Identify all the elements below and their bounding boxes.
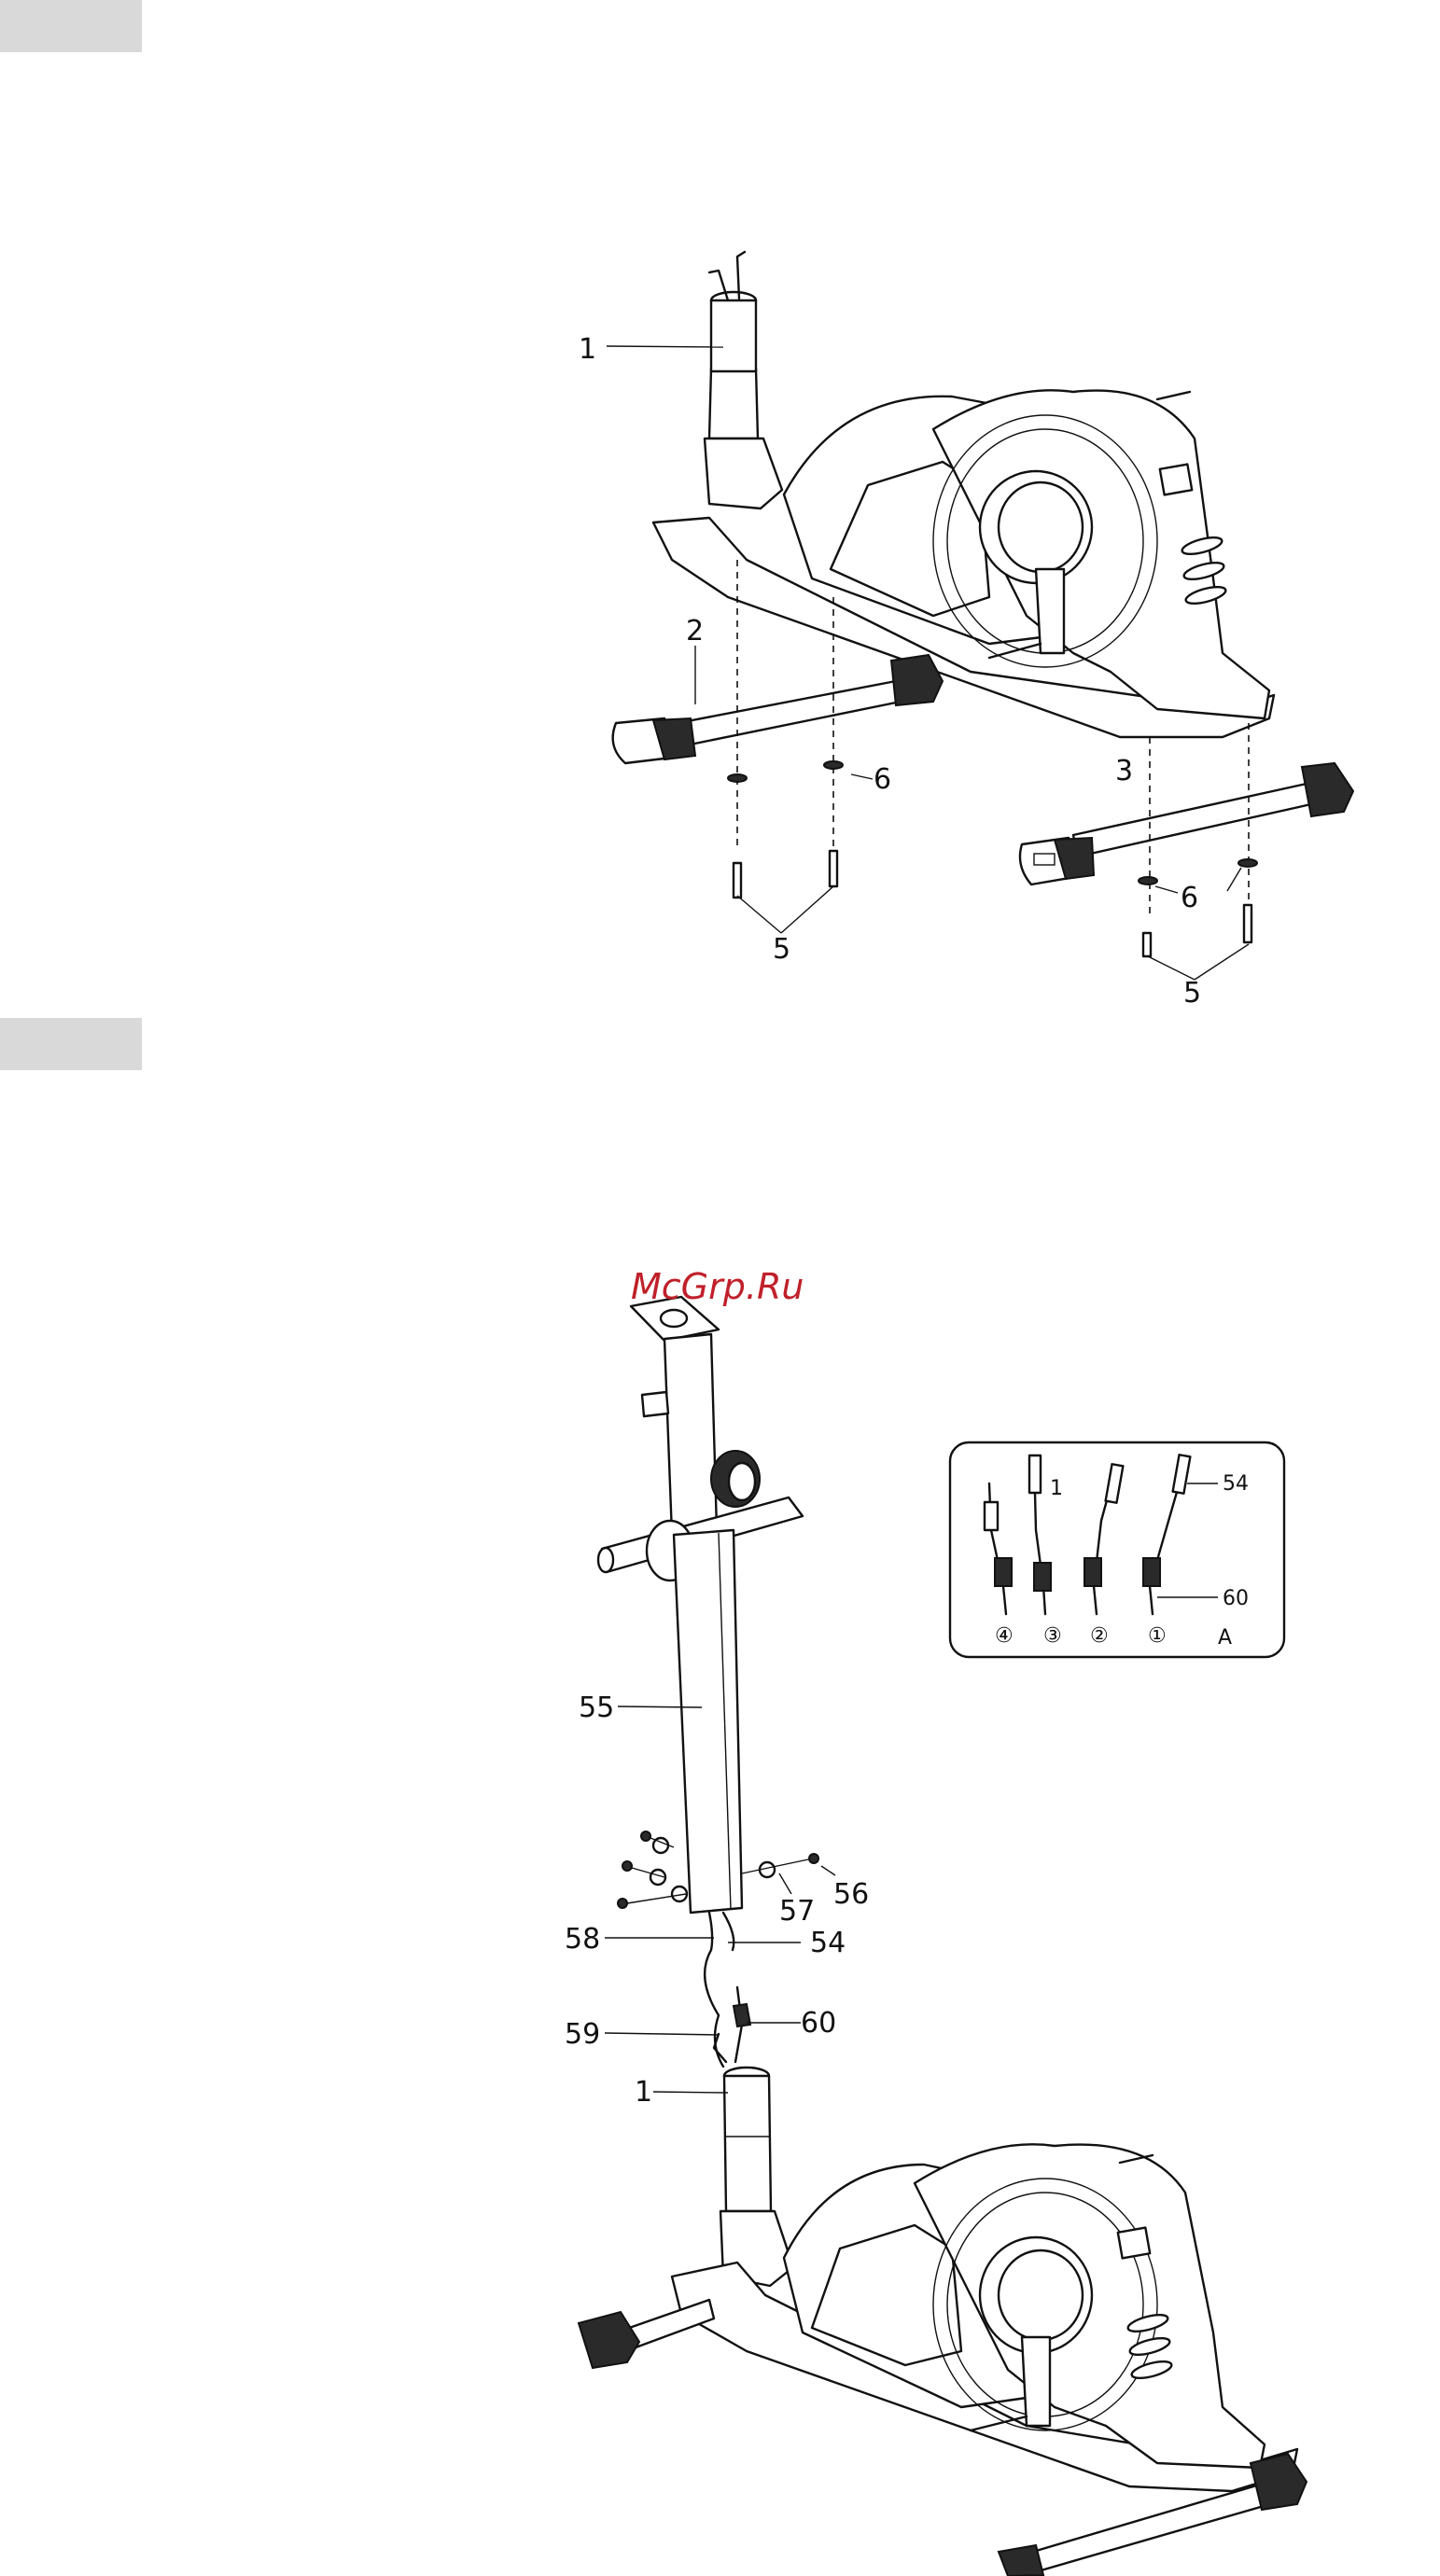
callout-58: 58	[565, 1923, 600, 1956]
inset-step-1: ①	[1148, 1624, 1167, 1648]
step2-figure: 55 56 57 58 54 59 60 1	[565, 1297, 1307, 2576]
inset-step-4: ④	[995, 1624, 1014, 1648]
callout-5-rear: 5	[1183, 977, 1201, 1010]
callout-60: 60	[801, 2007, 836, 2040]
inset-step-3: ③	[1043, 1624, 1062, 1648]
rear-stabilizer	[1020, 763, 1353, 884]
front-stabilizer	[613, 655, 943, 763]
inset-step-2: ②	[1090, 1624, 1109, 1648]
inset-callout-60: 60	[1223, 1587, 1249, 1610]
inset-detail-a: 54 60 1 ④ ③ ② ① A	[950, 1442, 1284, 1657]
callout-2: 2	[686, 615, 704, 647]
upright-post-lower	[720, 2068, 793, 2286]
upright-post	[705, 252, 782, 508]
callout-54: 54	[810, 1927, 846, 1959]
callout-59: 59	[565, 2018, 600, 2051]
watermark-text: McGrp.Ru	[631, 1266, 804, 1307]
cable-connectors	[705, 1913, 750, 2067]
callout-5-front: 5	[773, 933, 790, 966]
callout-3: 3	[1115, 755, 1133, 787]
inset-label-a: A	[1218, 1626, 1232, 1650]
callout-6-front: 6	[874, 763, 891, 796]
callout-57: 57	[779, 1895, 815, 1928]
callout-6-rear: 6	[1181, 882, 1198, 914]
callout-1-lower: 1	[635, 2076, 652, 2109]
callout-56: 56	[833, 1878, 869, 1911]
inset-callout-54: 54	[1223, 1472, 1249, 1496]
step1-figure: 1 2 3 6 5 6 5	[579, 252, 1353, 1010]
callout-55: 55	[579, 1692, 614, 1724]
elliptical-frame-assembled	[579, 2144, 1307, 2576]
inset-callout-1: 1	[1050, 1477, 1063, 1500]
callout-1: 1	[579, 333, 596, 366]
handlebar-post	[598, 1334, 803, 1913]
